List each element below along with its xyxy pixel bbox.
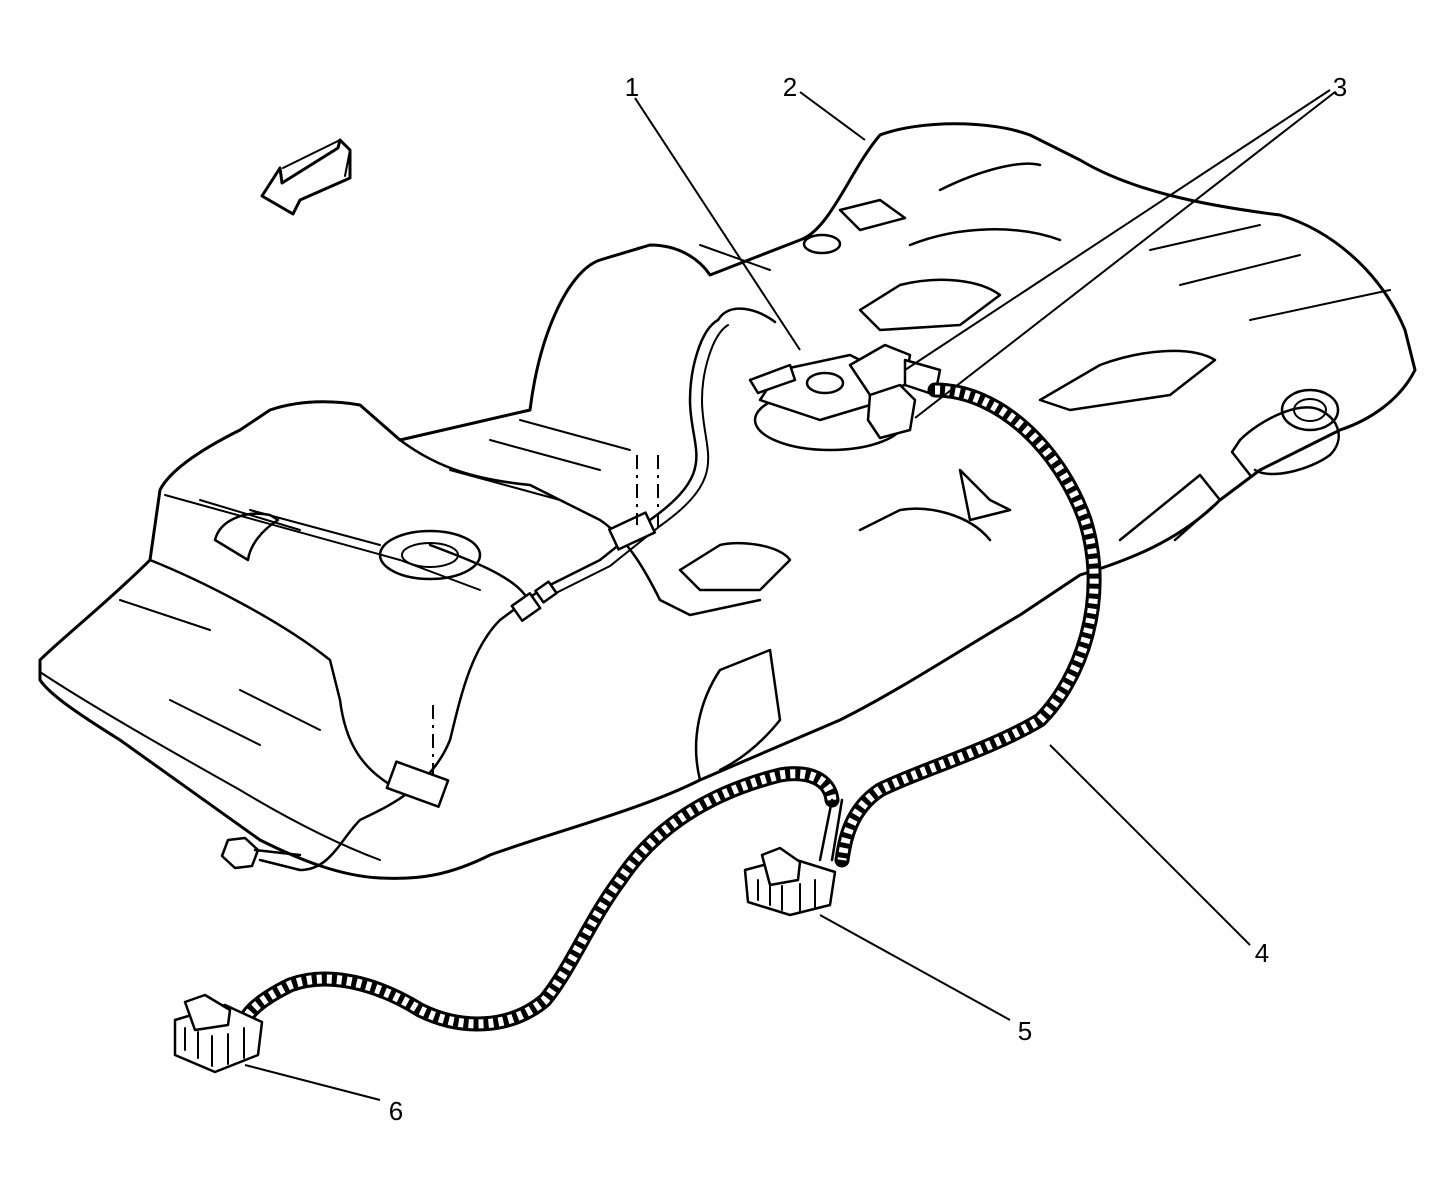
- callout-5: 5: [1018, 1016, 1032, 1046]
- callout-labels: 1 2 3 4 5 6: [389, 72, 1347, 1126]
- callout-4: 4: [1255, 938, 1269, 968]
- harness-connector-5: [743, 846, 837, 917]
- fuel-tank: [38, 122, 1417, 880]
- leader-lines: [244, 89, 1336, 1101]
- front-direction-arrow-icon: [260, 138, 352, 216]
- fuel-pump-wiring-harness: [173, 382, 1102, 1074]
- callout-1: 1: [625, 72, 639, 102]
- callout-6: 6: [389, 1096, 403, 1126]
- callout-2: 2: [783, 72, 797, 102]
- harness-connector-6: [173, 993, 264, 1074]
- callout-3: 3: [1333, 72, 1347, 102]
